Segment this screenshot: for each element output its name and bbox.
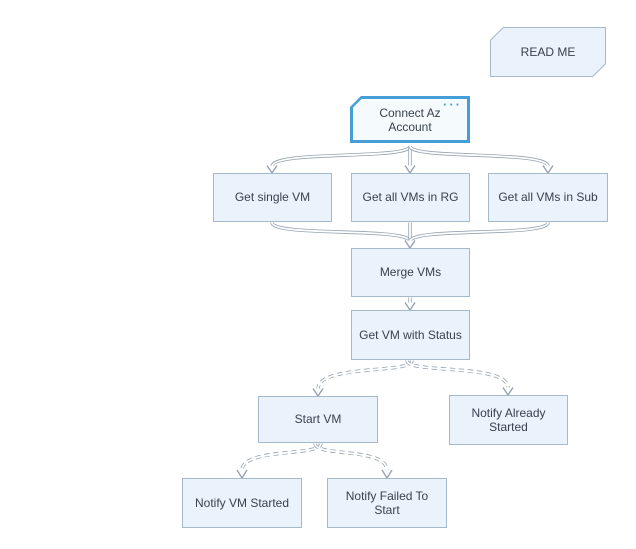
- node-label: Merge VMs: [379, 265, 442, 280]
- edge-start-vm-to-notify-failed-to-start[interactable]: [313, 442, 393, 479]
- edge-merge-vms-to-get-vm-with-status[interactable]: [404, 297, 416, 311]
- node-label: Notify Failed To Start: [345, 488, 429, 517]
- edge-get-vm-with-status-to-start-vm[interactable]: [312, 359, 414, 397]
- node-label: Get single VM: [234, 190, 311, 205]
- arrowhead-icon: [236, 469, 248, 479]
- node-read-me[interactable]: READ ME: [490, 27, 606, 77]
- node-notify-failed-to-start[interactable]: Notify Failed To Start: [327, 478, 447, 528]
- node-connect-az-account[interactable]: Connect Az Account ···: [350, 96, 470, 143]
- node-notify-vm-started[interactable]: Notify VM Started: [182, 478, 302, 528]
- ellipsis-icon[interactable]: ···: [443, 97, 462, 112]
- node-label: Notify VM Started: [194, 495, 290, 510]
- arrowhead-icon: [266, 165, 278, 174]
- node-get-all-vms-in-sub[interactable]: Get all VMs in Sub: [488, 173, 608, 222]
- node-start-vm[interactable]: Start VM: [258, 396, 378, 443]
- arrowhead-icon: [502, 387, 514, 396]
- node-label: Start VM: [294, 412, 342, 427]
- node-merge-vms[interactable]: Merge VMs: [351, 248, 470, 297]
- node-label: Notify Already Started: [471, 405, 546, 434]
- edge-get-all-vms-in-sub-to-merge-vms[interactable]: [404, 220, 550, 249]
- node-label: Get all VMs in Sub: [498, 190, 598, 205]
- node-label: Connect Az Account: [379, 105, 441, 134]
- edge-connect-to-get-all-vms-in-sub[interactable]: [408, 144, 554, 174]
- node-get-all-vms-in-rg[interactable]: Get all VMs in RG: [351, 173, 470, 222]
- arrowhead-icon: [312, 388, 324, 397]
- node-get-vm-with-status[interactable]: Get VM with Status: [351, 310, 470, 360]
- node-label: Get all VMs in RG: [362, 190, 459, 205]
- node-label: Get VM with Status: [359, 327, 462, 342]
- arrowhead-icon: [404, 302, 416, 311]
- arrowhead-icon: [381, 469, 393, 479]
- edge-get-vm-with-status-to-notify-already-started[interactable]: [405, 359, 514, 396]
- edge-get-single-vm-to-merge-vms[interactable]: [270, 220, 412, 244]
- node-notify-already-started[interactable]: Notify Already Started: [449, 395, 568, 445]
- node-get-single-vm[interactable]: Get single VM: [213, 173, 332, 222]
- arrowhead-icon: [404, 240, 416, 249]
- arrowhead-icon: [542, 165, 554, 174]
- node-label: READ ME: [520, 45, 576, 59]
- edge-start-vm-to-notify-vm-started[interactable]: [236, 442, 323, 479]
- edge-connect-to-get-all-vms-in-rg[interactable]: [404, 146, 416, 174]
- edge-connect-to-get-single-vm[interactable]: [266, 144, 412, 174]
- arrowhead-icon: [404, 165, 416, 174]
